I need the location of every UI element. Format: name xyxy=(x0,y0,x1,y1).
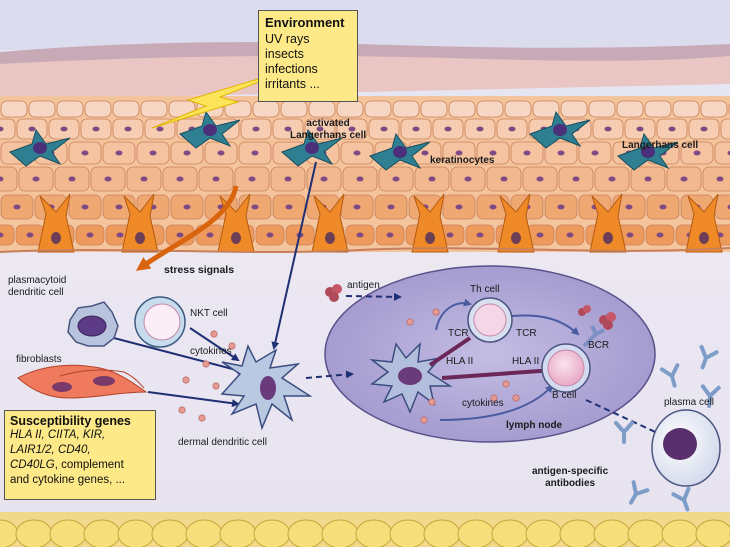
dermal-dendritic-cell xyxy=(220,343,313,431)
keratinocytes-label: keratinocytes xyxy=(430,155,495,166)
pathway-arrows xyxy=(109,161,666,438)
antibodies xyxy=(614,344,721,512)
gene-text: and cytokine genes, ... xyxy=(10,474,126,486)
gene-line: HLA II, CIITA, KIR, xyxy=(10,428,150,443)
plasma-cell xyxy=(651,409,721,487)
fibroblasts-label: fibroblasts xyxy=(16,354,62,365)
environment-item: insects xyxy=(265,47,304,61)
stress-signals-label: stress signals xyxy=(164,264,235,276)
hla-label-left: HLA II xyxy=(446,356,474,367)
dermal-dc-label: dermal dendritic cell xyxy=(178,437,267,448)
fat-layer xyxy=(0,512,730,547)
plasmacytoid-dendritic-cell xyxy=(67,301,119,347)
th-cell-label: Th cell xyxy=(470,284,500,295)
susceptibility-genes-box: Susceptibility genes HLA II, CIITA, KIR,… xyxy=(4,410,156,500)
susceptibility-title: Susceptibility genes xyxy=(10,414,131,428)
gene-text: CD40LG xyxy=(10,459,55,471)
tcr-label-left: TCR xyxy=(448,328,469,339)
cytokine-dots xyxy=(178,308,520,424)
gene-line: CD40LG, complement xyxy=(10,458,150,473)
gene-text: LAIR1/2, CD40, xyxy=(10,444,91,456)
environment-box: Environment UV rays insects infections i… xyxy=(258,10,358,102)
nkt-label: NKT cell xyxy=(190,308,228,319)
antigen-clusters xyxy=(325,284,616,330)
plasma-cell-label: plasma cell xyxy=(664,397,715,408)
activated-langerhans-label: activated Langerhans cell xyxy=(290,118,367,141)
lymph-node-label: lymph node xyxy=(506,420,563,431)
hla-label-right: HLA II xyxy=(512,356,540,367)
skin-surface xyxy=(0,0,730,100)
b-cell xyxy=(541,325,605,393)
environment-item: UV rays xyxy=(265,32,310,46)
stress-signal-arrow xyxy=(135,185,239,271)
fibroblasts xyxy=(17,364,148,399)
gene-line: LAIR1/2, CD40, xyxy=(10,443,150,458)
tcr-label-right: TCR xyxy=(516,328,537,339)
nkt-cell xyxy=(134,296,186,348)
environment-title: Environment xyxy=(265,15,345,30)
bcr-label: BCR xyxy=(588,340,610,351)
gene-line: and cytokine genes, ... xyxy=(10,473,150,488)
antibodies-label: antigen-specific antibodies xyxy=(532,466,609,489)
environment-item: irritants ... xyxy=(265,77,320,91)
gene-text: HLA II, CIITA, KIR, xyxy=(10,429,106,441)
b-cell-label: B cell xyxy=(552,390,577,401)
plasmacytoid-label: plasmacytoid dendritic cell xyxy=(8,275,67,298)
antigen-label: antigen xyxy=(347,280,380,291)
cytokines-label-lymph: cytokines xyxy=(462,398,504,409)
lymph-node-arrows xyxy=(435,298,580,421)
cytokines-label-dermis: cytokines xyxy=(190,346,232,357)
langerhans-label: Langerhans cell xyxy=(622,140,699,151)
environment-item: infections xyxy=(265,62,318,76)
epidermis-layer xyxy=(0,96,730,253)
gene-text: , complement xyxy=(54,459,124,471)
lymph-node-dendritic-cell xyxy=(369,336,555,414)
th-cell xyxy=(467,297,513,343)
